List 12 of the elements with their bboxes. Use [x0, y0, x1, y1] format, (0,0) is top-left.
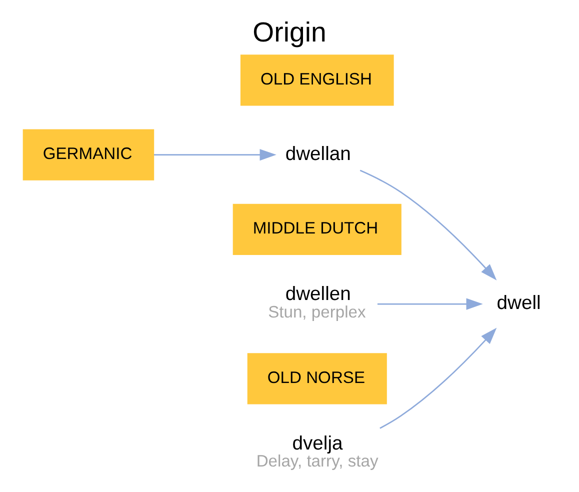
arrow: [360, 170, 497, 280]
diagram-title: Origin: [252, 16, 326, 48]
node-box: OLD NORSE: [247, 353, 387, 404]
node-box: GERMANIC: [22, 129, 154, 180]
node-box: MIDDLE DUTCH: [232, 204, 402, 255]
arrow: [377, 298, 483, 310]
arrow: [380, 328, 497, 429]
node-text: dwellan: [285, 142, 351, 165]
node-text: dwell: [496, 292, 541, 314]
arrow: [154, 149, 276, 161]
node-text: dvelja: [292, 432, 343, 454]
node-box: OLD ENGLISH: [240, 54, 394, 106]
